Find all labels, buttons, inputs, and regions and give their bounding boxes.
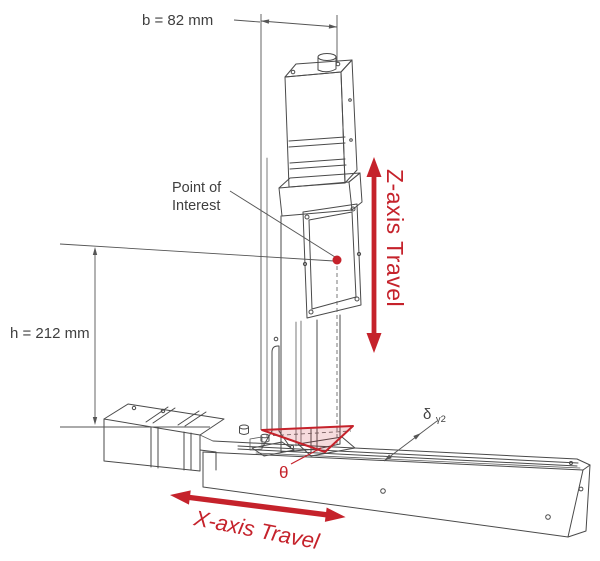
- z-stage-drawing: [251, 53, 363, 457]
- poi-annotation: Point of Interest: [172, 180, 342, 265]
- point-of-interest-marker: [332, 255, 342, 265]
- delta-annotation: δ γ2: [383, 406, 446, 462]
- base-reference-dashed-line: [265, 430, 352, 437]
- delta-label: δ γ2: [423, 406, 446, 425]
- dimension-h-label: h = 212 mm: [10, 325, 90, 342]
- theta-label: θ: [279, 463, 288, 482]
- z-travel-label: Z-axis Travel: [382, 169, 408, 307]
- poi-label-line2: Interest: [172, 198, 220, 214]
- poi-label-line1: Point of: [172, 180, 222, 196]
- z-travel-annotation: Z-axis Travel: [366, 157, 408, 353]
- x-stage-drawing: [103, 403, 591, 538]
- dimension-b: b = 82 mm: [142, 12, 338, 430]
- dimension-b-label: b = 82 mm: [142, 12, 213, 29]
- dimension-h: h = 212 mm: [10, 243, 335, 428]
- x-travel-arrow-icon: [170, 490, 346, 522]
- theta-annotation: θ: [261, 425, 354, 482]
- x-travel-annotation: X-axis Travel: [170, 490, 346, 554]
- z-travel-arrow-icon: [366, 157, 382, 353]
- theta-angle-triangle: [261, 425, 354, 453]
